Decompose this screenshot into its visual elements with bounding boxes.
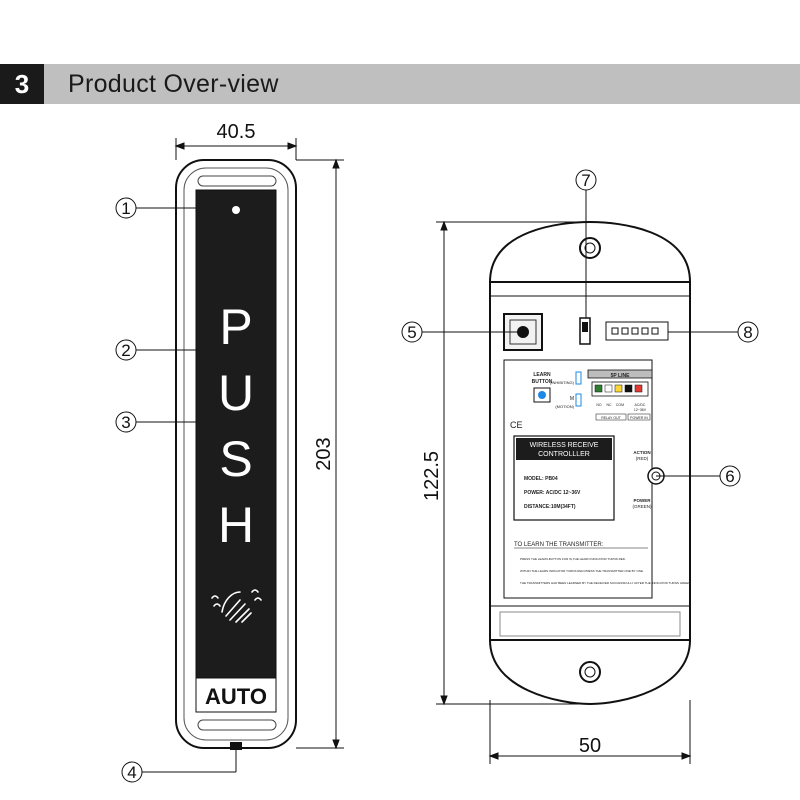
svg-text:NC: NC bbox=[606, 403, 612, 407]
learn-led-icon bbox=[538, 391, 546, 399]
callout-1: 1 bbox=[115, 197, 196, 219]
dim-height-receiver-text: 122.5 bbox=[421, 451, 443, 501]
svg-text:ACTION: ACTION bbox=[633, 450, 650, 455]
hand-wave-icon bbox=[211, 589, 262, 623]
svg-text:BUTTON: BUTTON bbox=[532, 379, 553, 385]
svg-text:POWER IN: POWER IN bbox=[630, 416, 648, 420]
push-letter-u: U bbox=[218, 365, 254, 421]
dim-width-receiver bbox=[488, 700, 692, 764]
svg-text:(GREEN): (GREEN) bbox=[633, 504, 653, 509]
svg-text:POWER: POWER bbox=[633, 498, 651, 503]
svg-text:AC/DC: AC/DC bbox=[635, 403, 646, 407]
svg-text:THE TRANSMITTERS HAD BEEN LEAR: THE TRANSMITTERS HAD BEEN LEARNED BY THE… bbox=[520, 581, 691, 585]
svg-text:(MOTION): (MOTION) bbox=[555, 404, 574, 409]
svg-text:DISTANCE:10M(34FT): DISTANCE:10M(34FT) bbox=[524, 504, 576, 510]
svg-text:3: 3 bbox=[121, 413, 130, 432]
push-letter-s: S bbox=[219, 431, 252, 487]
svg-text:7: 7 bbox=[581, 171, 590, 190]
svg-text:4: 4 bbox=[127, 763, 136, 782]
dim-width-button-text: 40.5 bbox=[217, 121, 256, 143]
callout-6: 6 bbox=[656, 465, 741, 487]
svg-text:RELAY OUT: RELAY OUT bbox=[601, 416, 621, 420]
svg-text:POWER: AC/DC 12~36V: POWER: AC/DC 12~36V bbox=[524, 490, 581, 496]
svg-text:6: 6 bbox=[725, 467, 734, 486]
callout-7: 7 bbox=[575, 169, 597, 318]
svg-text:LEARN: LEARN bbox=[533, 372, 551, 378]
dim-height-receiver bbox=[436, 220, 590, 706]
auto-label: AUTO bbox=[205, 684, 267, 709]
terminal-block bbox=[605, 321, 669, 341]
svg-text:5: 5 bbox=[407, 323, 416, 342]
dim-width-receiver-text: 50 bbox=[579, 735, 601, 757]
dim-width-button bbox=[174, 138, 298, 160]
svg-text:M: M bbox=[570, 396, 574, 402]
svg-text:(RED): (RED) bbox=[636, 456, 649, 461]
svg-text:CONTROLLLER: CONTROLLLER bbox=[538, 451, 590, 458]
callout-4: 4 bbox=[121, 750, 237, 783]
svg-text:MODEL: PB04: MODEL: PB04 bbox=[524, 476, 558, 482]
svg-text:(INHIBITING): (INHIBITING) bbox=[550, 380, 575, 385]
svg-text:PRESS THE LEARN-BUTTON FOR IS,: PRESS THE LEARN-BUTTON FOR IS,THE LEARN … bbox=[520, 557, 626, 561]
callout-3: 3 bbox=[115, 411, 196, 433]
section-header: 3 Product Over-view bbox=[0, 64, 800, 104]
bottom-mount-hole bbox=[579, 661, 601, 683]
svg-text:8: 8 bbox=[743, 323, 752, 342]
terminal-title: 5P LINE bbox=[611, 373, 630, 379]
section-title: Product Over-view bbox=[68, 70, 279, 98]
section-number: 3 bbox=[0, 64, 44, 104]
receiver-device: LEARN BUTTON (INHIBITING) M (MOTION) 5P … bbox=[488, 220, 691, 706]
push-letter-p: P bbox=[219, 299, 252, 355]
svg-text:NO: NO bbox=[596, 403, 602, 407]
callout-5: 5 bbox=[401, 321, 523, 343]
svg-text:1: 1 bbox=[121, 199, 130, 218]
dim-height-button bbox=[296, 158, 344, 750]
svg-text:COM: COM bbox=[616, 403, 624, 407]
learn-heading: TO LEARN THE TRANSMITTER: bbox=[514, 542, 604, 548]
indicator-led bbox=[232, 206, 240, 214]
ce-mark: CE bbox=[510, 420, 523, 430]
dim-height-button-text: 203 bbox=[313, 437, 335, 470]
push-button-device: P U S H AUTO bbox=[175, 159, 297, 750]
top-mount-hole bbox=[579, 237, 601, 259]
svg-text:12~36V: 12~36V bbox=[634, 408, 647, 412]
callout-2: 2 bbox=[115, 339, 196, 361]
svg-text:2: 2 bbox=[121, 341, 130, 360]
svg-text:WITHIN THE LEARN INDICATOR TUR: WITHIN THE LEARN INDICATOR TURNS RED,PRE… bbox=[520, 569, 644, 573]
callout-8: 8 bbox=[668, 321, 759, 343]
push-letter-h: H bbox=[218, 497, 254, 553]
svg-text:WIRELESS RECEIVE: WIRELESS RECEIVE bbox=[530, 442, 599, 449]
